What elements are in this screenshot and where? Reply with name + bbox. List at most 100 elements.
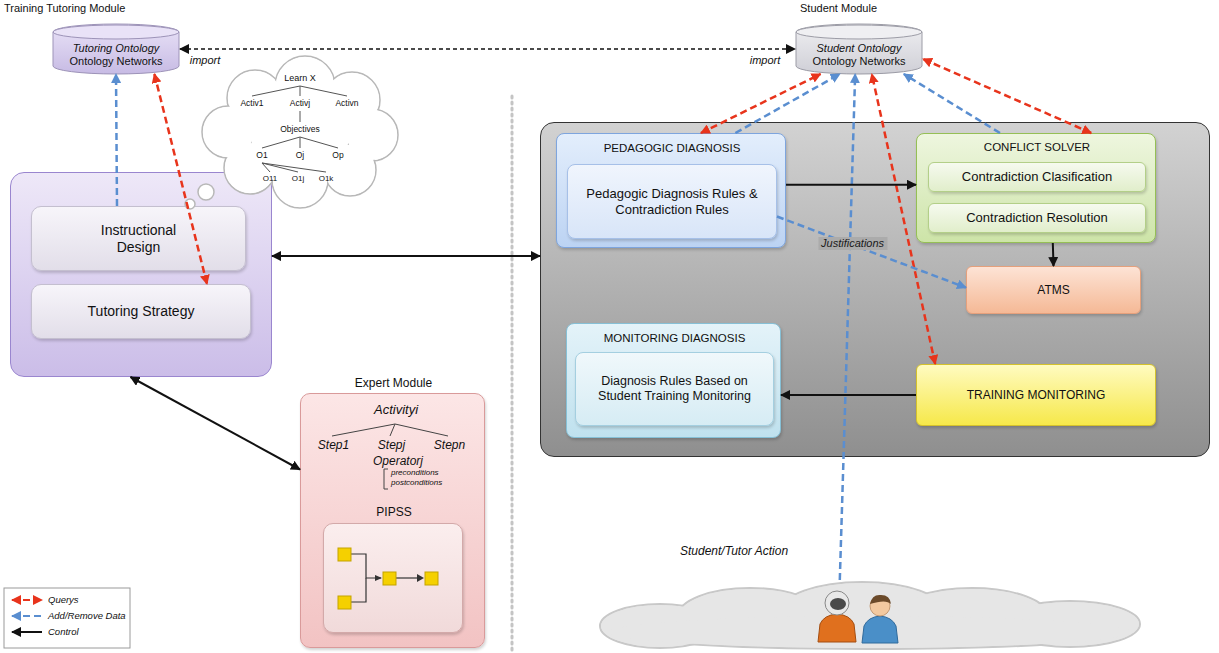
node-heading: Expert Module: [301, 376, 486, 390]
goal-tree-label: Objectives: [280, 124, 320, 134]
goal-tree-label: Oj: [296, 150, 305, 160]
legend-label: Querys: [48, 594, 79, 605]
relation-label: import: [750, 54, 781, 67]
node-label: Tutoring Ontology: [73, 42, 160, 55]
expert-module-box: Expert ModuleActivityiStep1StepjStepnOpe…: [300, 393, 485, 648]
legend-box: [4, 588, 130, 648]
thought-bubble: [324, 144, 376, 196]
legend-label: Control: [48, 626, 79, 637]
person-figure: [870, 596, 890, 616]
node-label: preconditions: [391, 468, 481, 478]
thought-bubble-fill: [225, 143, 275, 193]
node-label: Contradiction Clasification: [962, 169, 1112, 185]
legend-sample: [12, 599, 42, 601]
goal-tree-lines: [300, 111, 301, 122]
control-arrow: [786, 184, 916, 186]
control-arrow: [1052, 243, 1055, 266]
component-box: TRAINING MONITORING: [916, 364, 1156, 426]
node-label: Diagnosis Rules Based on Student Trainin…: [580, 374, 770, 404]
thought-bubble: [185, 199, 195, 209]
pipss-flowchart: [351, 554, 418, 602]
node-label: Contradiction Resolution: [966, 210, 1108, 226]
node-label: Ontology Networks: [813, 55, 906, 68]
process-box: Contradiction Resolution: [928, 203, 1146, 233]
pipss-flowchart: [338, 596, 351, 609]
data-arrow: [904, 74, 1000, 133]
activity-tree-lines: [332, 424, 448, 436]
relation-label: import: [190, 54, 221, 67]
goal-tree-label: Activj: [290, 98, 310, 108]
thought-bubble-fill: [203, 57, 397, 207]
thought-bubble-fill: [325, 73, 379, 127]
goal-tree-lines: [262, 163, 326, 172]
query-arrow: [154, 74, 207, 284]
query-arrow: [701, 74, 821, 133]
goal-tree-lines: [252, 86, 347, 96]
query-arrow: [923, 59, 1091, 133]
node-label: Ontology Networks: [70, 55, 163, 68]
edge-label: Justifications: [818, 237, 887, 250]
goal-tree-lines: [262, 137, 338, 148]
node-label: Tutoring Strategy: [88, 303, 195, 320]
cylinder-body: [796, 24, 922, 74]
legend-sample: [12, 631, 42, 633]
goal-tree-label: O1k: [319, 174, 334, 184]
pipss-flowchart: [417, 574, 424, 582]
node-label: Pedagogic Diagnosis Rules & Contradictio…: [582, 186, 762, 217]
separator-line: [511, 96, 514, 650]
thought-bubble-fill: [250, 80, 350, 180]
import-arrow: [180, 48, 795, 49]
ontology-cylinder: Student ModuleStudent OntologyOntology N…: [795, 24, 923, 74]
component-box: MONITORING DIAGNOSISDiagnosis Rules Base…: [566, 323, 781, 438]
legend-sample: [12, 615, 42, 617]
person-figure: [870, 595, 891, 604]
rules-box: Diagnosis Rules Based on Student Trainin…: [575, 352, 774, 426]
actor-cloud: Student/Tutor Action: [600, 580, 1145, 650]
process-box: Instructional Design: [31, 206, 246, 271]
goal-tree-label: Activ1: [240, 98, 263, 108]
node-label: postconditions: [391, 478, 481, 488]
control-arrow: [131, 377, 300, 470]
cylinder-body: [53, 24, 179, 74]
node-label: Student Ontology: [816, 42, 901, 55]
pipss-flowchart: [396, 577, 418, 578]
goal-tree-lines: [252, 86, 347, 172]
thought-bubble: [198, 184, 214, 200]
data-arrow: [840, 74, 855, 580]
cloud-shape: [600, 580, 1145, 650]
astronaut-figure: [818, 614, 856, 642]
person-figure: [862, 595, 898, 643]
control-arrow: [781, 394, 916, 396]
goal-tree-label: Op: [332, 150, 343, 160]
thought-bubble: [324, 72, 380, 128]
node-heading: CONFLICT SOLVER: [917, 141, 1157, 155]
thought-bubble-fill: [347, 110, 397, 160]
pipss-flowchart: [425, 572, 438, 585]
thought-bubble: [346, 109, 398, 161]
component-box: ATMS: [966, 266, 1141, 314]
data-arrow: [777, 217, 966, 288]
node-heading: PIPSS: [324, 505, 464, 519]
node-heading: Student/Tutor Action: [680, 544, 820, 558]
component-box: CONFLICT SOLVER Contradiction Clasificati…: [916, 133, 1156, 243]
activity-tree-lines: [332, 424, 448, 489]
pipss-flowchart: [351, 554, 381, 578]
legend-label: Add/Remove Data: [48, 610, 126, 621]
goal-tree-label: Activn: [335, 98, 358, 108]
ontology-cylinder: Training Tutoring ModuleTutoring Ontolog…: [52, 24, 180, 74]
thought-bubble: [275, 56, 335, 116]
cylinder-top: [796, 25, 922, 39]
pipss-flowchart: [338, 548, 351, 561]
thought-bubble-fill: [325, 145, 375, 195]
node-heading: PEDAGOGIC DIAGNOSIS: [557, 142, 787, 156]
person-figure: [862, 616, 898, 643]
cylinder-top: [53, 25, 179, 39]
data-arrow: [735, 74, 839, 133]
node-heading: Training Tutoring Module: [4, 2, 204, 15]
astronaut-figure: [825, 591, 849, 615]
thought-bubble: [227, 70, 283, 126]
node-label: ATMS: [1037, 283, 1069, 297]
